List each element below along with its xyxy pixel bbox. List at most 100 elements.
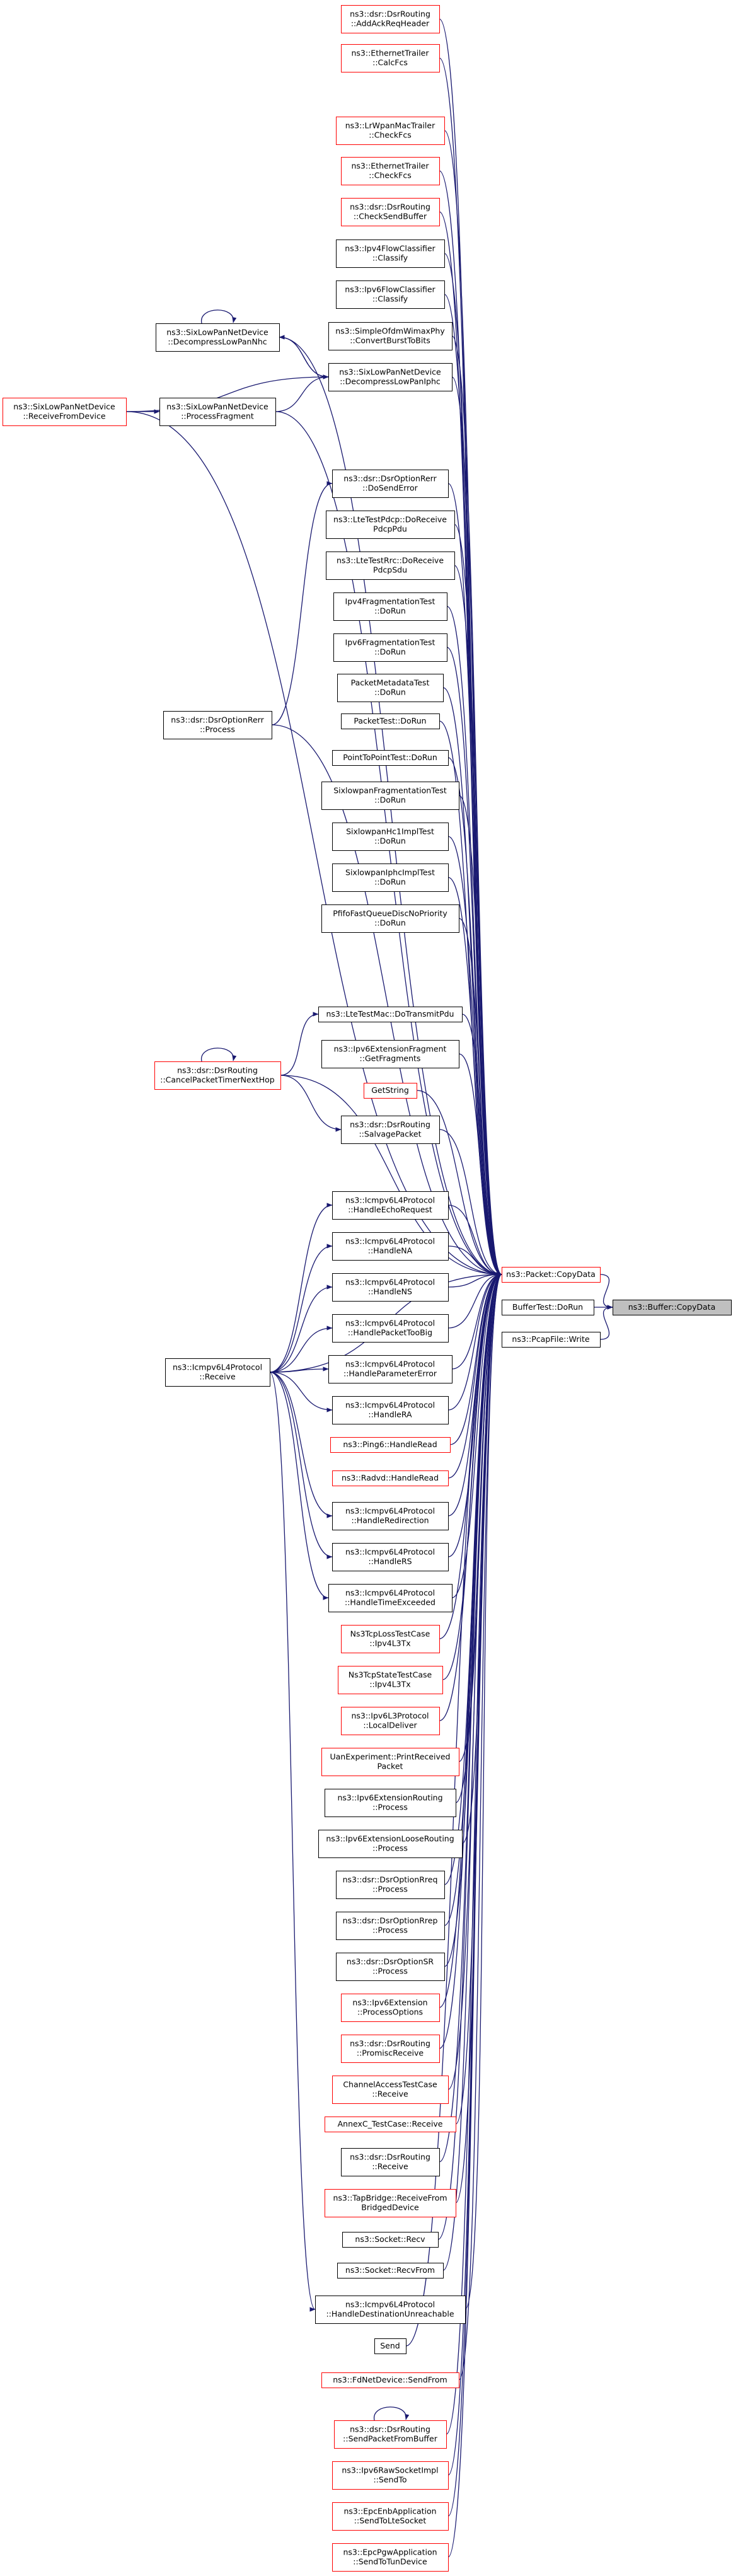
node-box (338, 1666, 443, 1694)
node-label: ns3::SixLowPanNetDevice (339, 367, 441, 377)
node-box (364, 1083, 417, 1099)
function-node[interactable]: ns3::Socket::RecvFrom (337, 2263, 444, 2279)
node-label: ns3::Radvd::HandleRead (342, 1473, 439, 1482)
node-label: ::DoRun (374, 688, 406, 697)
function-node[interactable]: ns3::SixLowPanNetDevice::ProcessFragment (159, 398, 276, 426)
node-box (334, 2420, 447, 2449)
function-node[interactable]: ns3::Icmpv6L4Protocol::HandleRA (332, 1396, 449, 1424)
function-node[interactable]: Ipv4FragmentationTest::DoRun (333, 592, 447, 621)
function-node[interactable]: ns3::Icmpv6L4Protocol::HandleParameterEr… (328, 1355, 453, 1383)
function-node[interactable]: GetString (364, 1083, 417, 1099)
function-node[interactable]: ns3::Icmpv6L4Protocol::HandleEchoRequest (332, 1191, 449, 1220)
function-node[interactable]: ns3::SimpleOfdmWimaxPhy::ConvertBurstToB… (328, 322, 453, 350)
node-box (341, 198, 440, 226)
function-node[interactable]: ns3::FdNetDevice::SendFrom (321, 2372, 459, 2388)
node-label: ::DoRun (374, 918, 406, 928)
node-label: ns3::Ipv6Extension (352, 1998, 427, 2007)
function-node[interactable]: ns3::Ping6::HandleRead (330, 1437, 451, 1453)
function-node[interactable]: ns3::dsr::DsrOptionRrep::Process (336, 1912, 445, 1940)
node-box (332, 2543, 449, 2572)
function-node[interactable]: ns3::Ipv6L3Protocol::LocalDeliver (341, 1707, 440, 1735)
function-node[interactable]: ns3::SixLowPanNetDevice::DecompressLowPa… (328, 363, 453, 391)
function-node[interactable]: ns3::Icmpv6L4Protocol::HandleNA (332, 1232, 449, 1261)
function-node[interactable]: ns3::dsr::DsrRouting::CancelPacketTimerN… (154, 1061, 281, 1090)
function-node[interactable]: SixlowpanFragmentationTest::DoRun (321, 782, 459, 810)
node-box (318, 1830, 463, 1858)
function-node[interactable]: ns3::EpcPgwApplication::SendToTunDevice (332, 2543, 449, 2572)
function-node[interactable]: ns3::Socket::Recv (342, 2232, 439, 2248)
node-layer: ns3::Buffer::CopyDatans3::Packet::CopyDa… (3, 5, 732, 2572)
function-node[interactable]: ns3::dsr::DsrOptionRerr::DoSendError (332, 470, 449, 498)
function-node[interactable]: ns3::Ipv4FlowClassifier::Classify (336, 240, 445, 268)
node-box (321, 1040, 459, 1068)
function-node[interactable]: ns3::Radvd::HandleRead (332, 1470, 449, 1486)
node-label: ::DoRun (374, 836, 406, 846)
node-label: ns3::LteTestPdcp::DoReceive (333, 515, 447, 524)
function-node[interactable]: ns3::EthernetTrailer::CalcFcs (341, 44, 440, 72)
node-box (502, 1267, 601, 1283)
function-node[interactable]: ChannelAccessTestCase::Receive (332, 2076, 449, 2104)
function-node[interactable]: ns3::dsr::DsrRouting::Receive (341, 2148, 440, 2176)
function-node[interactable]: ns3::LteTestMac::DoTransmitPdu (318, 1007, 463, 1022)
function-node[interactable]: ns3::Icmpv6L4Protocol::HandleDestination… (315, 2296, 466, 2324)
node-label: ::LocalDeliver (363, 1721, 417, 1730)
function-node[interactable]: ns3::LrWpanMacTrailer::CheckFcs (336, 117, 445, 145)
function-node[interactable]: Ns3TcpLossTestCase::Ipv4L3Tx (341, 1625, 440, 1653)
function-node[interactable]: ns3::Ipv6ExtensionLooseRouting::Process (318, 1830, 463, 1858)
node-label: ::CheckFcs (369, 130, 411, 140)
call-edge (458, 918, 502, 1277)
function-node[interactable]: ns3::Ipv6Extension::ProcessOptions (341, 1994, 440, 2022)
function-node[interactable]: ns3::dsr::DsrRouting::SalvagePacket (341, 1116, 440, 1144)
function-node[interactable]: ns3::Icmpv6L4Protocol::HandleRedirection (332, 1502, 449, 1530)
node-label: ns3::LteTestRrc::DoReceive (337, 556, 444, 565)
node-label: Packet (378, 1762, 403, 1771)
function-node[interactable]: ns3::Ipv6RawSocketImpl::SendTo (332, 2461, 449, 2490)
function-node[interactable]: ns3::dsr::DsrOptionRerr::Process (163, 711, 272, 739)
function-node[interactable]: Ns3TcpStateTestCase::Ipv4L3Tx (338, 1666, 443, 1694)
function-node[interactable]: ns3::SixLowPanNetDevice::ReceiveFromDevi… (3, 398, 127, 426)
node-box (333, 633, 447, 662)
function-node[interactable]: BufferTest::DoRun (502, 1300, 594, 1315)
function-node[interactable]: ns3::Icmpv6L4Protocol::HandlePacketTooBi… (332, 1314, 449, 1343)
function-node[interactable]: Ipv6FragmentationTest::DoRun (333, 633, 447, 662)
node-box (332, 1502, 449, 1530)
function-node[interactable]: ns3::Icmpv6L4Protocol::HandleTimeExceede… (328, 1584, 453, 1612)
function-node[interactable]: PfifoFastQueueDiscNoPriority::DoRun (321, 904, 459, 933)
node-label: ns3::Icmpv6L4Protocol (345, 1401, 435, 1410)
function-node[interactable]: SixlowpanIphcImplTest::DoRun (332, 863, 449, 892)
function-node[interactable]: ns3::Icmpv6L4Protocol::HandleRS (332, 1543, 449, 1571)
function-node[interactable]: ns3::dsr::DsrOptionRreq::Process (336, 1871, 445, 1899)
function-node[interactable]: ns3::Packet::CopyData (502, 1267, 601, 1283)
function-node[interactable]: PointToPointTest::DoRun (332, 750, 449, 766)
function-node[interactable]: ns3::dsr::DsrRouting::PromiscReceive (341, 2035, 440, 2063)
node-label: ::HandleDestinationUnreachable (326, 2309, 454, 2319)
function-node[interactable]: Send (374, 2338, 406, 2354)
node-label: ::DoRun (374, 877, 406, 887)
function-node[interactable]: ns3::PcapFile::Write (502, 1332, 601, 1348)
function-node[interactable]: ns3::dsr::DsrRouting::AddAckReqHeader (341, 5, 440, 33)
node-label: ns3::dsr::DsrRouting (350, 2152, 430, 2162)
node-box (328, 1355, 453, 1383)
function-node[interactable]: ns3::Ipv6ExtensionRouting::Process (325, 1789, 456, 1817)
function-node[interactable]: ns3::Icmpv6L4Protocol::HandleNS (332, 1273, 449, 1302)
node-label: PdcpPdu (373, 524, 407, 534)
function-node[interactable]: ns3::Icmpv6L4Protocol::Receive (165, 1358, 270, 1387)
node-box (165, 1358, 270, 1387)
function-node[interactable]: ns3::Ipv6FlowClassifier::Classify (336, 280, 445, 309)
function-node[interactable]: PacketTest::DoRun (341, 713, 440, 729)
function-node[interactable]: AnnexC_TestCase::Receive (325, 2117, 456, 2132)
function-node[interactable]: ns3::EthernetTrailer::CheckFcs (341, 157, 440, 185)
function-node[interactable]: SixlowpanHc1ImplTest::DoRun (332, 823, 449, 851)
function-node[interactable]: ns3::dsr::DsrRouting::CheckSendBuffer (341, 198, 440, 226)
function-node[interactable]: ns3::SixLowPanNetDevice::DecompressLowPa… (156, 323, 280, 352)
function-node[interactable]: ns3::dsr::DsrOptionSR::Process (336, 1953, 445, 1981)
function-node[interactable]: ns3::Ipv6ExtensionFragment::GetFragments (321, 1040, 459, 1068)
function-node[interactable]: PacketMetadataTest::DoRun (337, 674, 444, 702)
function-node[interactable]: ns3::EpcEnbApplication::SendToLteSocket (332, 2502, 449, 2531)
call-edge (269, 1285, 333, 1373)
function-node[interactable]: ns3::dsr::DsrRouting::SendPacketFromBuff… (334, 2420, 447, 2449)
